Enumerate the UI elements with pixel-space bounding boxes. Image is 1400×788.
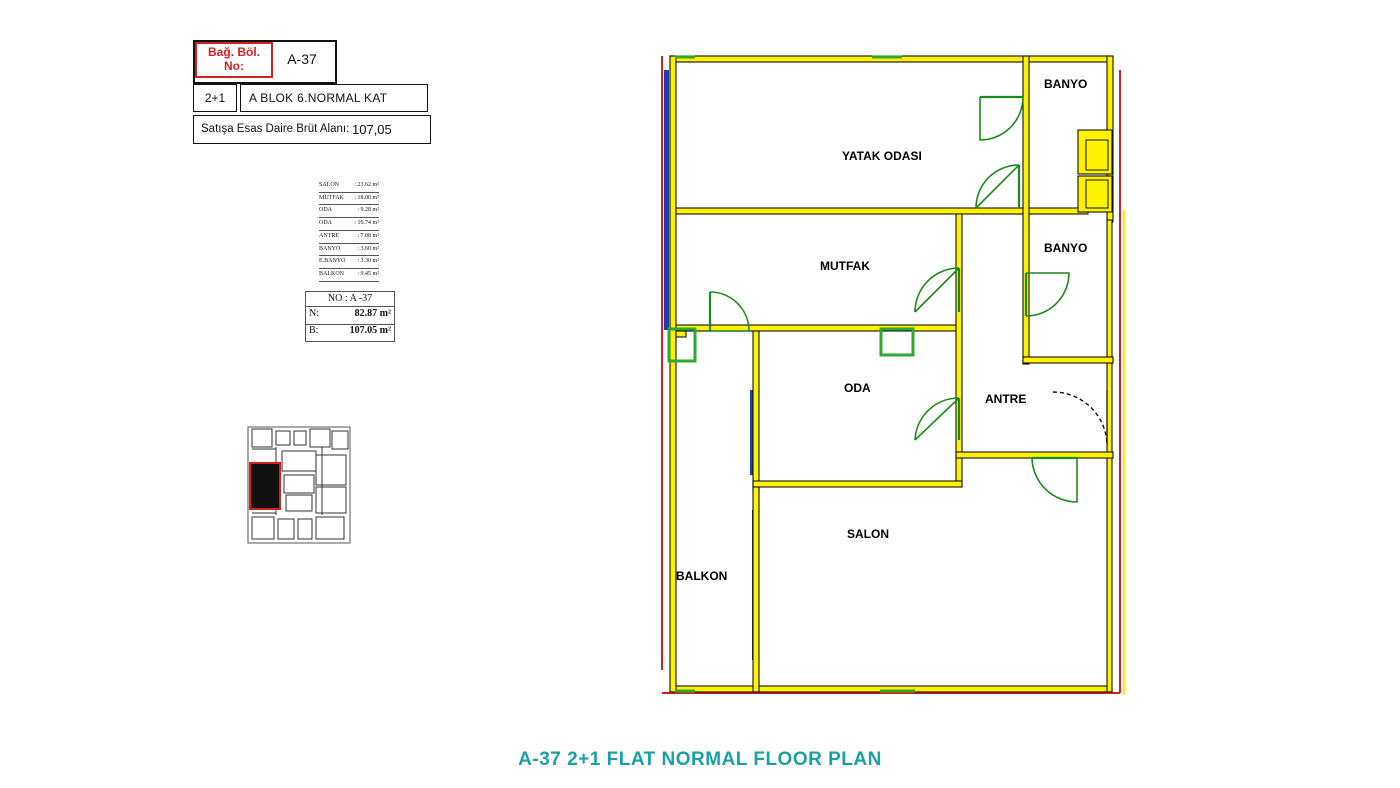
gross-area-label: B: bbox=[309, 325, 319, 336]
net-gross-area-box: NO : A -37 N: 82.87 m² B: 107.05 m² bbox=[305, 291, 395, 342]
room-area-row: ODA : 9.28 m² bbox=[319, 205, 379, 219]
net-area-value: 82.87 m² bbox=[354, 308, 391, 319]
exterior-lines bbox=[661, 56, 1125, 695]
room-area-name: ODA bbox=[319, 207, 332, 214]
net-area-label: N: bbox=[309, 308, 319, 319]
room-area-value: : 16.74 m² bbox=[354, 220, 379, 227]
room-area-row: ODA : 16.74 m² bbox=[319, 218, 379, 231]
room-area-value: : 7.08 m² bbox=[357, 232, 379, 239]
unit-number-value: A-37 bbox=[287, 51, 317, 67]
room-label-antre: ANTRE bbox=[985, 392, 1026, 406]
room-area-name: ODA bbox=[319, 220, 332, 227]
room-area-list: SALON : 23.62 m² MUTFAK : 18.00 m² ODA : 9.… bbox=[319, 180, 379, 282]
room-label-banyo-1: BANYO bbox=[1044, 77, 1087, 91]
opening-markers bbox=[667, 55, 915, 693]
room-label-oda: ODA bbox=[844, 381, 871, 395]
room-area-row: MUTFAK : 18.00 m² bbox=[319, 193, 379, 206]
room-area-name: E.BANYO bbox=[319, 258, 346, 265]
room-area-value: : 9.28 m² bbox=[357, 207, 379, 214]
unit-number-label: Bağ. Böl. No: bbox=[207, 45, 260, 73]
room-area-row: E.BANYO : 3.30 m² bbox=[319, 256, 379, 269]
room-area-value: : 23.62 m² bbox=[354, 182, 379, 188]
room-area-row: ANTRE : 7.08 m² bbox=[319, 231, 379, 244]
room-label-mutfak: MUTFAK bbox=[820, 259, 870, 273]
room-area-row: BANYO : 3.60 m² bbox=[319, 244, 379, 257]
room-area-value: : 18.00 m² bbox=[354, 194, 379, 201]
sale-area-label: Satışa Esas Daire Brüt Alanı: bbox=[201, 123, 350, 135]
flat-type: 2+1 bbox=[204, 91, 226, 105]
gross-area-value: 107.05 m² bbox=[349, 325, 391, 336]
room-area-value: : 3.30 m² bbox=[357, 258, 379, 265]
room-label-yatak-odasi: YATAK ODASI bbox=[842, 149, 922, 163]
room-area-row: BALKON : 9.45 m² bbox=[319, 269, 379, 282]
doors bbox=[708, 95, 1108, 503]
sale-area-box: Satışa Esas Daire Brüt Alanı: 107,05 bbox=[193, 115, 431, 144]
block-floor: A BLOK 6.NORMAL KAT bbox=[249, 91, 388, 105]
key-plan bbox=[247, 426, 351, 544]
room-label-balkon: BALKON bbox=[676, 569, 727, 583]
unit-number-label-cell: Bağ. Böl. No: bbox=[195, 42, 273, 78]
room-area-name: SALON bbox=[319, 182, 340, 188]
unit-number-box: Bağ. Böl. No: A-37 bbox=[193, 40, 337, 84]
flat-type-box: 2+1 bbox=[193, 84, 237, 112]
interior-walls bbox=[675, 55, 1114, 693]
room-area-value: : 9.45 m² bbox=[357, 270, 379, 277]
room-label-salon: SALON bbox=[847, 527, 889, 541]
room-area-name: MUTFAK bbox=[319, 194, 344, 201]
room-area-row: SALON : 23.62 m² bbox=[319, 180, 379, 193]
room-area-value: : 3.60 m² bbox=[357, 245, 379, 252]
block-floor-box: A BLOK 6.NORMAL KAT bbox=[240, 84, 428, 112]
net-area-row: N: 82.87 m² bbox=[306, 308, 394, 325]
room-area-name: BANYO bbox=[319, 245, 341, 252]
room-area-name: BALKON bbox=[319, 270, 344, 277]
room-area-name: ANTRE bbox=[319, 232, 339, 239]
plan-caption: A-37 2+1 FLAT NORMAL FLOOR PLAN bbox=[518, 749, 882, 770]
floor-plan: .w { fill:#fff200; stroke:#111; stroke-w… bbox=[661, 55, 1125, 695]
room-label-banyo-2: BANYO bbox=[1044, 241, 1087, 255]
sale-area-value: 107,05 bbox=[352, 122, 392, 137]
net-gross-title: NO : A -37 bbox=[306, 293, 394, 307]
